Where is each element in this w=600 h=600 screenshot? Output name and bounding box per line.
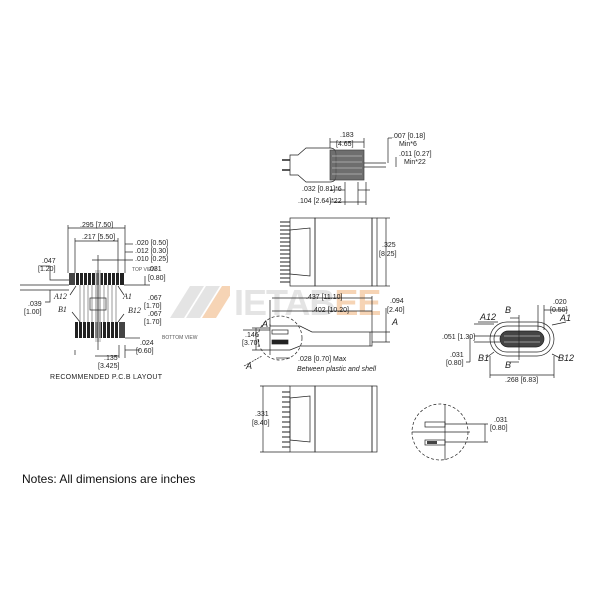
dim-146-mm: [3.70]	[242, 340, 260, 347]
dim-135-in: .135	[104, 355, 118, 362]
dim-011-note: Min*22	[404, 159, 426, 166]
pcb-pin-b1: B1	[58, 305, 67, 314]
logo-stripes-icon	[170, 286, 230, 318]
dim-011: .011 [0.27]	[399, 151, 432, 158]
dim-067a-mm: [1.70]	[144, 303, 162, 310]
front-dim-020-in: .020	[553, 299, 567, 306]
top-body-drawing	[280, 217, 390, 287]
watermark-logo: IETABEE	[170, 282, 381, 324]
dim-331-in: .331	[255, 411, 269, 418]
dim-067b-mm: [1.70]	[144, 319, 162, 326]
dim-024-in: .024	[140, 340, 154, 347]
dim-183-in: .183	[340, 132, 354, 139]
top-view-label: TOP VIEW	[132, 267, 157, 273]
dim-031-mm: [0.80]	[148, 275, 166, 282]
dim-010: .010 [0.25]	[135, 256, 169, 263]
dim-295: .295 [7.50]	[80, 222, 114, 229]
front-pin-b12: B12	[558, 353, 575, 363]
dim-007-note: Min*6	[399, 141, 417, 148]
dim-020: .020 [0.50]	[135, 240, 169, 247]
dim-217: .217 [5.50]	[82, 234, 116, 241]
pcb-pin-b12: B12	[128, 306, 141, 315]
front-dim-020-mm: [0.50]	[550, 307, 568, 314]
front-pin-a12: A12	[480, 312, 497, 322]
front-pin-a1: A1	[560, 313, 572, 323]
dim-012: .012 [0.30]	[135, 248, 169, 255]
dim-031-in: .031	[148, 266, 162, 273]
front-dim-051: .051 [1.30]	[442, 334, 476, 341]
dim-104: .104 [2.64]*22	[298, 198, 342, 205]
dim-032: .032 [0.81]*6	[302, 186, 342, 193]
dim-331-mm: [8.40]	[252, 420, 270, 427]
detail-a-callout: A	[246, 361, 253, 371]
detail-dim-031-mm: [0.80]	[490, 425, 508, 432]
front-dim-031-in: .031	[450, 352, 464, 359]
dim-135-mm: [3.425]	[98, 363, 120, 370]
dim-325-in: .325	[382, 242, 396, 249]
section-b-bottom: B	[505, 360, 512, 370]
pcb-pin-a1: A1	[123, 292, 132, 301]
dim-183-mm: [4.65]	[336, 141, 354, 148]
section-a-label-right: A	[392, 317, 399, 327]
pcb-layout-caption: RECOMMENDED P.C.B LAYOUT	[50, 374, 163, 381]
front-pin-b1: B1	[478, 353, 490, 363]
detail-dim-031-in: .031	[494, 417, 508, 424]
bottom-body-drawing	[260, 385, 378, 453]
dim-094-mm: [2.40]	[387, 307, 405, 314]
dim-437: .437 [11.10]	[306, 294, 343, 301]
dim-047-in: .047	[42, 258, 56, 265]
notes-text: Notes: All dimensions are inches	[22, 472, 196, 486]
detail-a-drawing	[411, 403, 488, 461]
dim-007: .007 [0.18]	[392, 133, 426, 140]
dim-039-mm: [1.00]	[24, 309, 42, 316]
watermark-accent-text: EE	[334, 282, 381, 323]
dim-067b-in: .067	[148, 311, 162, 318]
front-dim-031-mm: [0.80]	[446, 360, 464, 367]
bottom-view-label: BOTTOM VIEW	[162, 335, 198, 341]
dim-047-mm: [1.20]	[38, 266, 56, 273]
front-dim-268: .268 [6.83]	[505, 377, 539, 384]
section-a-label-top: A	[262, 319, 269, 329]
dim-325-mm: [8.25]	[379, 251, 397, 258]
dim-146-in: .146	[245, 332, 259, 339]
dim-067a-in: .067	[148, 295, 162, 302]
dim-024-mm: [0.60]	[136, 348, 154, 355]
pcb-pin-a12: A12	[54, 292, 67, 301]
dim-402: .402 [10.20]	[312, 307, 349, 314]
dim-028-note: Between plastic and shell	[297, 366, 376, 373]
side-view-drawing	[243, 296, 390, 367]
dim-039-in: .039	[28, 301, 42, 308]
section-b-top: B	[505, 305, 512, 315]
dim-028: .028 [0.70] Max	[298, 356, 347, 363]
dim-094-in: .094	[390, 298, 404, 305]
pcb-layout-drawing	[20, 225, 150, 358]
front-view-drawing	[466, 305, 568, 378]
side-top-drawing	[282, 137, 397, 205]
